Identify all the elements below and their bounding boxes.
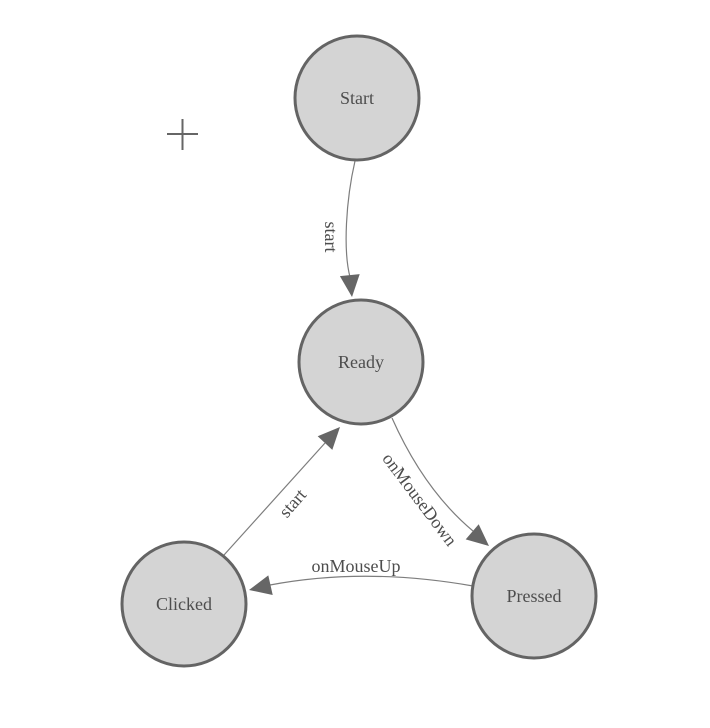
edge-pressed-to-clicked-line[interactable] xyxy=(269,575,474,587)
edge-label-pressed-to-clicked: onMouseUp xyxy=(312,556,401,576)
edge-ready-to-pressed[interactable]: onMouseDown xyxy=(378,417,489,550)
state-label-ready: Ready xyxy=(338,352,384,372)
arrowhead-into-ready-bottomleft xyxy=(317,427,340,450)
edge-start-to-ready[interactable]: start xyxy=(321,160,360,297)
state-label-start: Start xyxy=(340,88,374,108)
edge-label-ready-to-pressed: onMouseDown xyxy=(378,449,461,550)
state-label-pressed: Pressed xyxy=(507,586,562,606)
edge-ready-to-pressed-line[interactable] xyxy=(391,417,474,532)
edge-label-clicked-to-ready: start xyxy=(275,485,310,522)
arrowhead-into-ready-top xyxy=(339,274,360,297)
edge-clicked-to-ready-line[interactable] xyxy=(223,442,326,556)
state-circle-ready[interactable] xyxy=(297,298,425,426)
arrowhead-into-pressed-topleft xyxy=(465,524,489,546)
state-circle-clicked[interactable] xyxy=(120,540,248,668)
state-circle-start[interactable] xyxy=(293,34,421,162)
edge-start-to-ready-line[interactable] xyxy=(345,160,356,278)
edge-clicked-to-ready[interactable]: start xyxy=(223,427,340,556)
crosshair-cursor-icon xyxy=(167,119,198,150)
state-circle-pressed[interactable] xyxy=(470,532,598,660)
arrowhead-into-clicked-right xyxy=(249,575,273,595)
state-node-start[interactable]: Start xyxy=(293,34,421,162)
state-node-ready[interactable]: Ready xyxy=(297,298,425,426)
state-node-pressed[interactable]: Pressed xyxy=(470,532,598,660)
edge-label-start-to-ready: start xyxy=(321,222,341,253)
state-label-clicked: Clicked xyxy=(156,594,212,614)
edge-pressed-to-clicked[interactable]: onMouseUp xyxy=(249,556,474,595)
state-node-clicked[interactable]: Clicked xyxy=(120,540,248,668)
